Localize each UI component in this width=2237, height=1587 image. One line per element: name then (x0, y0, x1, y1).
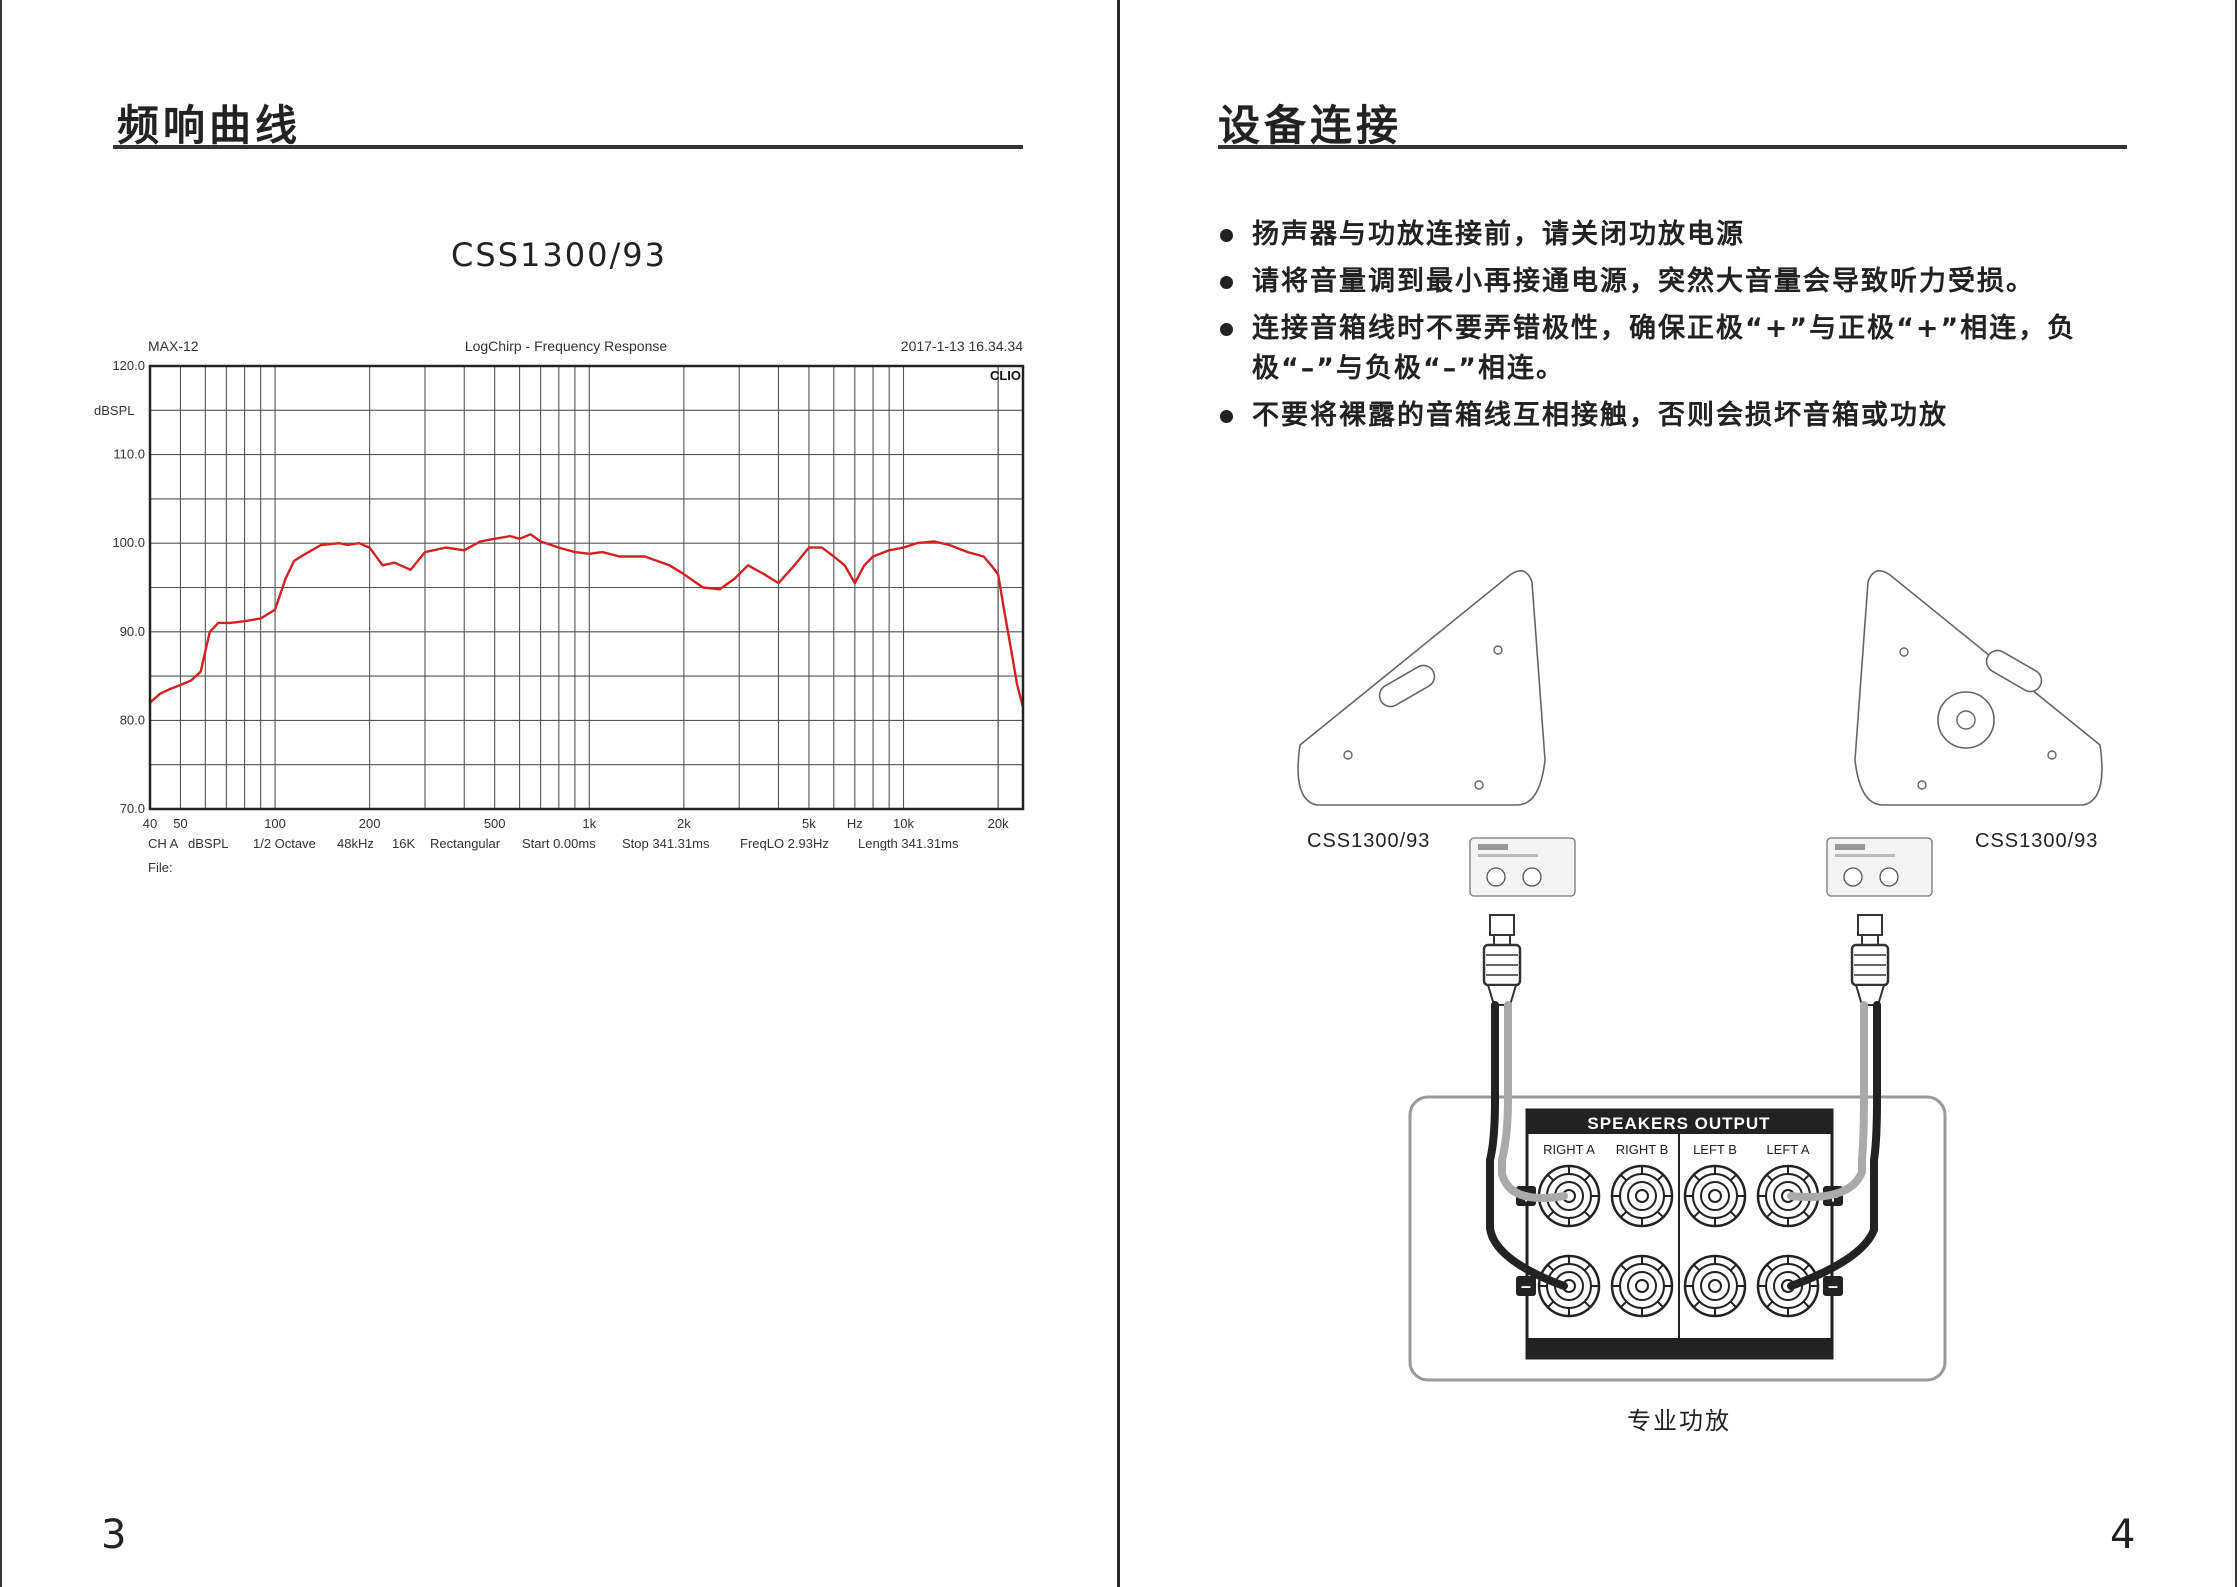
binding-post-icon (1537, 1254, 1601, 1318)
left-heading-rule (113, 145, 1023, 149)
chart-footer-field: Start 0.00ms (522, 836, 596, 851)
channel-label-right-b: RIGHT B (1616, 1142, 1669, 1157)
pole-mount-icon (1937, 691, 1995, 749)
chart-footer: CH A dBSPL 1/2 Octave 48kHz 16K Rectangular St… (148, 836, 959, 851)
channel-label-left-a: LEFT A (1766, 1142, 1809, 1157)
minus-marker-left (1516, 1276, 1536, 1296)
binding-post-icon (1610, 1254, 1674, 1318)
y-tick-label: 100.0 (112, 535, 145, 550)
safety-note-3: 连接音箱线时不要弄错极性，确保正极“+”与正极“+”相连，负极“–”与负极“–”… (1218, 309, 2158, 389)
page-edge-right (2235, 0, 2237, 1587)
chart-header-center: LogChirp - Frequency Response (465, 338, 668, 354)
chart-footer-field: Rectangular (430, 836, 501, 851)
chart-grid (150, 366, 1023, 809)
speakon-socket-icon (1486, 867, 1506, 887)
x-tick-label: 2k (677, 816, 691, 831)
chart-brand: CLIO (990, 368, 1021, 383)
x-tick-label: 40 (143, 816, 157, 831)
x-tick-label: 20k (988, 816, 1009, 831)
y-tick-label: 120.0 (112, 358, 145, 373)
chart-ticks: 120.0 110.0 100.0 90.0 80.0 70.040 50 100 200 500… (112, 358, 1009, 831)
speaker-cable-right (1787, 1001, 1881, 1290)
y-tick-label: 80.0 (120, 712, 145, 727)
y-tick-label: 110.0 (113, 447, 145, 462)
chart-footer-field: Length 341.31ms (858, 836, 959, 851)
chart-footer-field: 16K (392, 836, 415, 851)
connection-diagram: CSS1300/93 CSS1300/93 (1297, 570, 2103, 1435)
channel-label-left-b: LEFT B (1693, 1142, 1737, 1157)
right-page: 设备连接 扬声器与功放连接前，请关闭功放电源 请将音量调到最小再接通电源，突然大… (1122, 0, 2237, 1587)
speaker-left-cabinet (1297, 570, 1546, 806)
chart-footer-field: dBSPL (188, 836, 228, 851)
x-tick-label: 100 (264, 816, 286, 831)
frequency-response-line (149, 533, 1025, 708)
amp-panel-title: SPEAKERS OUTPUT (1587, 1114, 1770, 1133)
chart-series (149, 533, 1025, 708)
screw-icon (1474, 780, 1484, 790)
safety-notes-list: 扬声器与功放连接前，请关闭功放电源 请将音量调到最小再接通电源，突然大音量会导致… (1218, 215, 2158, 443)
x-tick-label: Hz (847, 816, 863, 831)
chart-y-label: dBSPL (94, 403, 134, 418)
handle-slot-icon (1378, 664, 1436, 708)
speakon-plug-left-icon (1482, 914, 1522, 1006)
speaker-left-input-panel (1469, 837, 1576, 897)
chart-footer-field: Stop 341.31ms (622, 836, 710, 851)
chart-header-right: 2017-1-13 16.34.34 (901, 338, 1023, 354)
speaker-left-label: CSS1300/93 (1307, 830, 1430, 852)
speakon-plug-right-icon (1850, 914, 1890, 1006)
right-page-number: 4 (2110, 1512, 2136, 1558)
safety-note-2: 请将音量调到最小再接通电源，突然大音量会导致听力受损。 (1218, 262, 2158, 302)
chart-footer-field: CH A (148, 836, 179, 851)
chart-title: CSS1300/93 (451, 236, 667, 274)
speaker-cable-left (1486, 1001, 1568, 1290)
book-spine (1117, 0, 1120, 1587)
screw-icon (1917, 780, 1927, 790)
safety-note-4: 不要将裸露的音箱线互相接触，否则会损坏音箱或功放 (1218, 396, 2158, 436)
chart-header-left: MAX-12 (148, 338, 199, 354)
binding-post-icon (1683, 1164, 1747, 1228)
minus-symbol: – (1521, 1276, 1531, 1296)
y-tick-label: 70.0 (120, 801, 145, 816)
screw-icon (1899, 647, 1909, 657)
left-page: 频响曲线 CSS1300/93 120.0 110.0 100.0 90.0 80.0 7… (0, 0, 1118, 1587)
right-page-heading: 设备连接 (1218, 101, 1403, 150)
speaker-right-label: CSS1300/93 (1975, 830, 2098, 852)
screw-icon (1343, 750, 1353, 760)
page-edge-left (0, 0, 2, 1587)
y-tick-label: 90.0 (120, 624, 145, 639)
left-page-heading: 频响曲线 (117, 101, 302, 150)
speaker-right-cabinet (1854, 570, 2103, 806)
x-tick-label: 5k (802, 816, 816, 831)
binding-post-icon (1683, 1254, 1747, 1318)
speakon-socket-icon (1843, 867, 1863, 887)
safety-note-1: 扬声器与功放连接前，请关闭功放电源 (1218, 215, 2158, 255)
x-tick-label: 50 (173, 816, 187, 831)
screw-icon (1493, 645, 1503, 655)
chart-footer-field: 48kHz (337, 836, 374, 851)
minus-marker-right (1823, 1276, 1843, 1296)
x-tick-label: 1k (582, 816, 596, 831)
amplifier-caption: 专业功放 (1627, 1408, 1731, 1435)
speakon-socket-icon (1522, 867, 1542, 887)
left-page-number: 3 (101, 1512, 127, 1558)
right-heading-rule (1218, 145, 2127, 149)
frequency-response-chart: 120.0 110.0 100.0 90.0 80.0 70.040 50 100 200 500… (94, 338, 1025, 875)
chart-footer-field: 1/2 Octave (253, 836, 316, 851)
x-tick-label: 200 (359, 816, 381, 831)
plot-frame (148, 364, 1025, 811)
speakon-socket-icon (1879, 867, 1899, 887)
binding-post-icon (1537, 1164, 1601, 1228)
channel-label-right-a: RIGHT A (1543, 1142, 1595, 1157)
x-tick-label: 10k (893, 816, 914, 831)
x-tick-label: 500 (484, 816, 506, 831)
chart-footer-file: File: (148, 860, 173, 875)
screw-icon (2047, 750, 2057, 760)
handle-slot-icon (1985, 649, 2043, 693)
binding-post-icon (1610, 1164, 1674, 1228)
minus-symbol: – (1828, 1276, 1838, 1296)
speaker-right-input-panel (1826, 837, 1933, 897)
chart-footer-field: FreqLO 2.93Hz (740, 836, 829, 851)
